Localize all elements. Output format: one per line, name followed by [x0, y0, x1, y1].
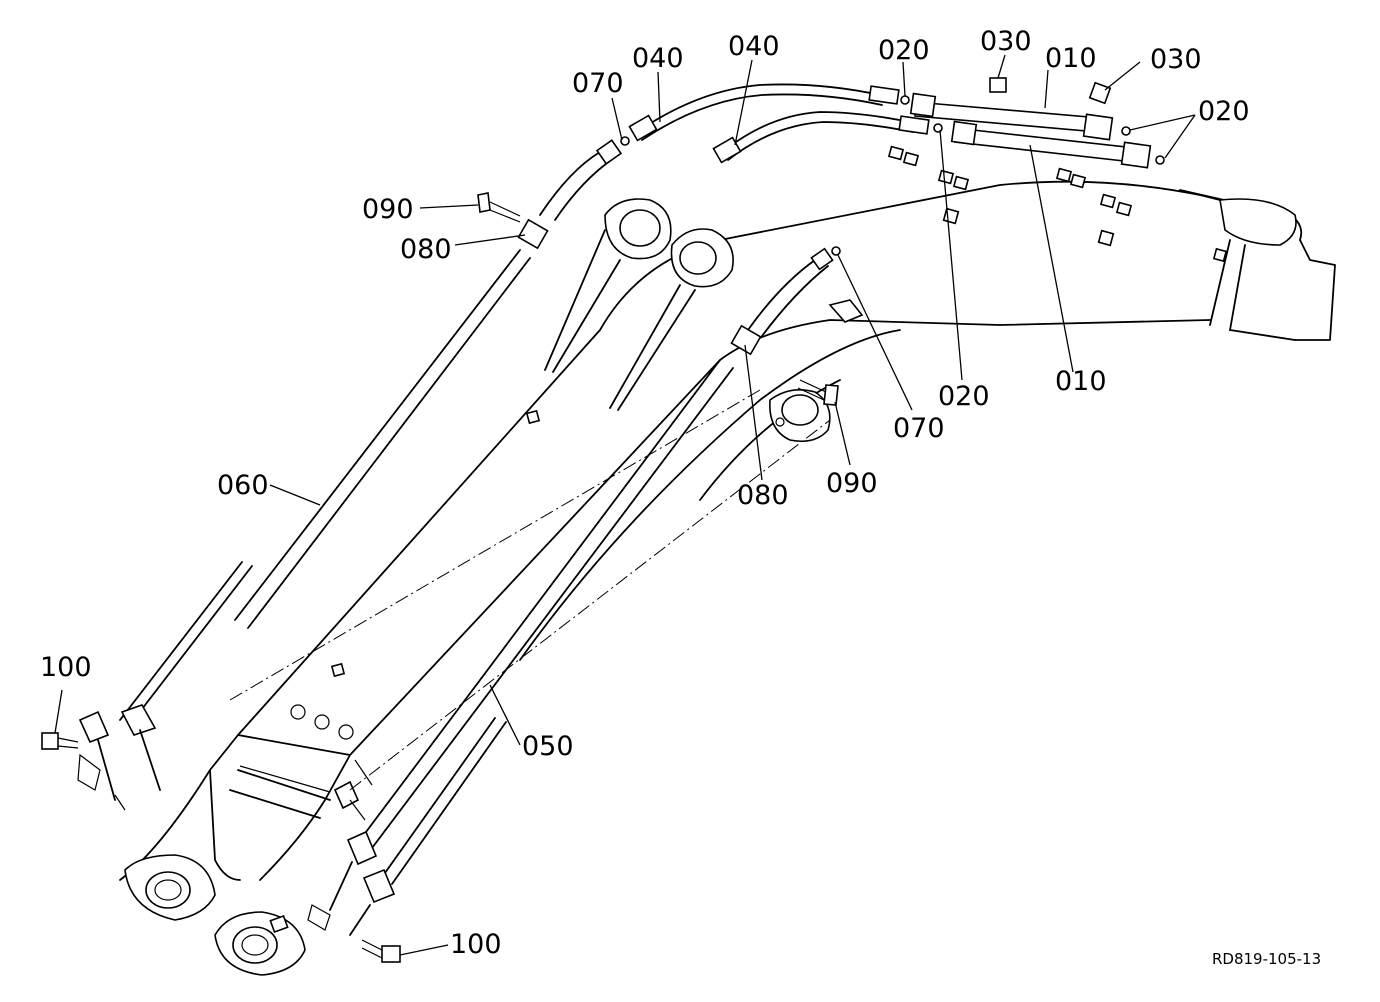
- callout-040-right: 040: [728, 31, 780, 62]
- callout-080-top: 080: [400, 234, 452, 265]
- callout-020-bottom: 020: [938, 381, 990, 412]
- callouts: 010 010 020 020 020 030 030 040 040 050 …: [40, 26, 1321, 968]
- callout-100-bottom: 100: [450, 929, 502, 960]
- callout-070-bottom: 070: [893, 413, 945, 444]
- callout-090-bottom: 090: [826, 468, 878, 499]
- callout-020-top-left: 020: [878, 35, 930, 66]
- drawing-reference-number: RD819-105-13: [1212, 950, 1321, 968]
- callout-010-top: 010: [1045, 43, 1097, 74]
- hydraulic-pipes: [77, 77, 1165, 936]
- leader-lines: [54, 54, 1196, 956]
- boom-body: [119, 145, 1336, 976]
- bolts-100: [41, 732, 401, 963]
- callout-080-bottom: 080: [737, 480, 789, 511]
- callout-020-right: 020: [1198, 96, 1250, 127]
- callout-010-bottom: 010: [1055, 366, 1107, 397]
- callout-100-left: 100: [40, 652, 92, 683]
- callout-070-top: 070: [572, 68, 624, 99]
- callout-040-left: 040: [632, 43, 684, 74]
- callout-030-left: 030: [980, 26, 1032, 57]
- callout-090-top: 090: [362, 194, 414, 225]
- callout-050: 050: [522, 731, 574, 762]
- callout-060: 060: [217, 470, 269, 501]
- callout-030-right: 030: [1150, 44, 1202, 75]
